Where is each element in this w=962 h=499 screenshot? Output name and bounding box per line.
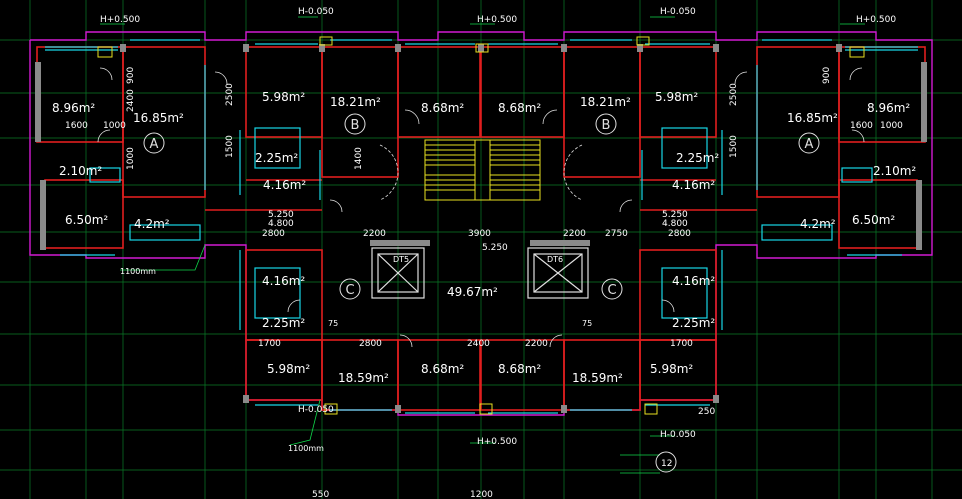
note-left-mid: 1100mm [120,267,156,276]
dimension: 2200 [563,229,586,239]
dimension: 5.250 [662,210,688,220]
dimension: 1500 [225,135,235,158]
yellow-fixtures [97,36,865,415]
sheet-marker [655,451,677,473]
dimension: 1700 [670,339,693,349]
elevator-label-left: DT5 [393,255,409,264]
elevation-bottom-left: H-0.050 [298,405,334,415]
room-area: 4.16m² [262,274,305,288]
dimension: 1400 [354,147,364,170]
dimension: 5.250 [268,210,294,220]
grid-bubble-label: A [805,137,814,152]
room-area: 5.98m² [655,90,698,104]
elevation-center-top: H+0.500 [477,15,517,25]
room-area: 6.50m² [65,213,108,227]
dimension: 550 [312,490,329,499]
room-area: 2.10m² [59,164,102,178]
dimension: 2500 [225,83,235,106]
room-area: 8.96m² [52,101,95,115]
elevation-left-top: H+0.500 [100,15,140,25]
elevation-right-top: H+0.500 [856,15,896,25]
dimension: 1500 [729,135,739,158]
grid-bubble-label: A [150,137,159,152]
dimension: 4.800 [662,219,688,229]
room-area: 5.98m² [267,362,310,376]
stair [424,139,541,201]
room-area: 5.98m² [650,362,693,376]
dimension: 2200 [363,229,386,239]
room-area: 18.59m² [572,371,623,385]
grid-bubble-label: C [345,283,354,298]
grid-bubbles [143,113,820,300]
room-area: 18.59m² [338,371,389,385]
room-area: 5.98m² [262,90,305,104]
dimension: 1000 [880,121,903,131]
dimension: 1000 [103,121,126,131]
elevation-left-mid-top: H-0.050 [298,7,334,17]
room-area: 2.25m² [676,151,719,165]
room-area: 8.68m² [498,101,541,115]
door-arcs [97,67,865,348]
windows-cyan [45,39,918,414]
dimension: 2750 [605,229,628,239]
elevator-right [527,247,589,299]
dimension: 1600 [65,121,88,131]
room-area: 8.68m² [421,362,464,376]
grid-bubble-label: C [607,283,616,298]
dimension: 2800 [668,229,691,239]
dimension: 250 [698,407,715,417]
room-area: 49.67m² [447,285,498,299]
dimension: 2400 [467,339,490,349]
elevator-label-right: DT6 [547,255,563,264]
dimension: 1700 [258,339,281,349]
grid-bubble-label: B [351,118,360,133]
room-area: 6.50m² [852,213,895,227]
dimension: 900 [126,67,136,84]
room-area: 8.96m² [867,101,910,115]
elevation-bottom-right: H-0.050 [660,430,696,440]
dimension: 2800 [359,339,382,349]
room-area: 18.21m² [330,95,381,109]
walls-grey [35,44,927,413]
sheet-marker-label: 12 [661,459,672,469]
dimension: 1600 [850,121,873,131]
room-area: 16.85m² [133,111,184,125]
room-area: 16.85m² [787,111,838,125]
leaders [100,16,865,474]
dimension: 2400 [126,89,136,112]
elevation-bottom-center: H+0.500 [477,437,517,447]
dimension: 2200 [525,339,548,349]
note-corridor-right: 75 [582,319,592,328]
room-area: 2.25m² [255,151,298,165]
room-area: 4.16m² [672,274,715,288]
room-area: 4.16m² [263,178,306,192]
grid-bubble-label: B [602,118,611,133]
dimension: 2500 [729,83,739,106]
elevator-left [371,247,425,299]
note-corridor-left: 75 [328,319,338,328]
dimension: 3900 [468,229,491,239]
dimension: 4.800 [268,219,294,229]
elevation-right-mid-top: H-0.050 [660,7,696,17]
dimension: 1000 [126,147,136,170]
room-area: 18.21m² [580,95,631,109]
dimension: 900 [822,67,832,84]
room-area: 2.25m² [262,316,305,330]
room-area: 2.10m² [873,164,916,178]
dimension: 2800 [262,229,285,239]
dimension: 5.250 [482,243,508,253]
room-area: 8.68m² [498,362,541,376]
note-left-bottom: 1100mm [288,444,324,453]
dimension: 1200 [470,490,493,499]
room-area: 4.16m² [672,178,715,192]
room-area: 4.2m² [800,217,836,231]
room-area: 4.2m² [134,217,170,231]
room-area: 2.25m² [672,316,715,330]
room-area: 8.68m² [421,101,464,115]
